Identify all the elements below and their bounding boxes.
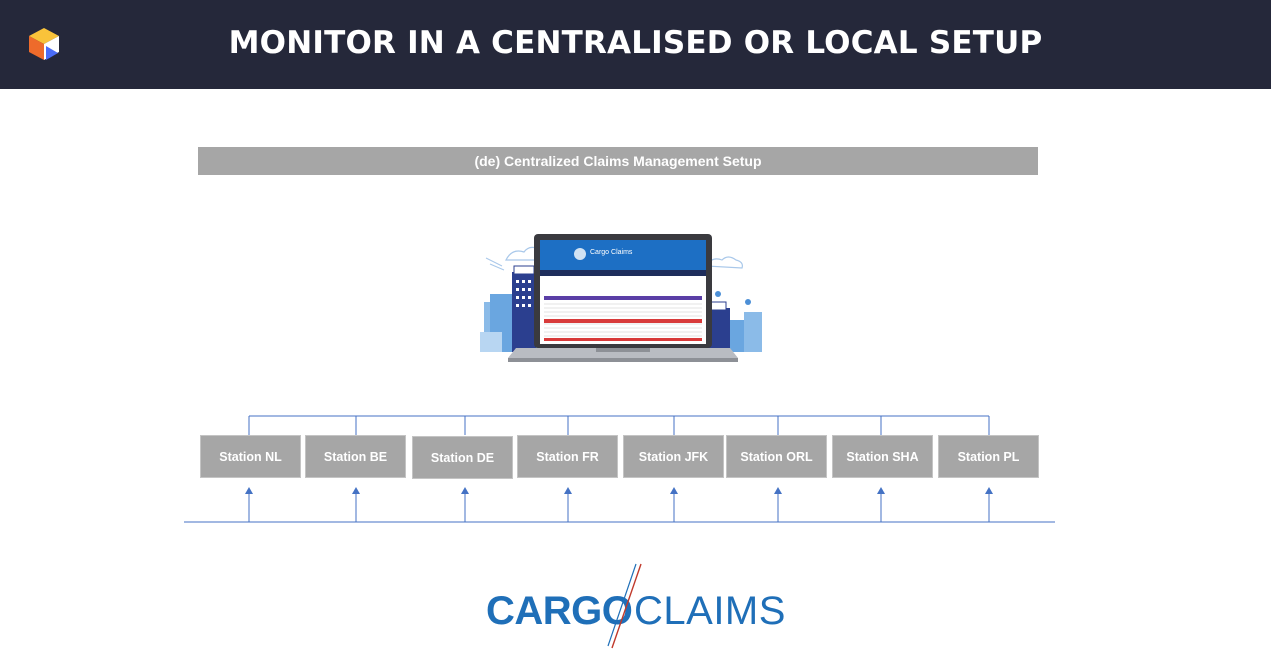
station-box: Station DE [412,436,513,479]
station-box: Station SHA [832,435,933,478]
brand-word-cargo: CARGO [486,589,633,633]
title-bar: MONITOR IN A CENTRALISED OR LOCAL SETUP [0,0,1271,89]
station-box: Station PL [938,435,1039,478]
up-arrow-icon [877,487,885,494]
station-box: Station NL [200,435,301,478]
cube-logo-icon [29,28,59,60]
screen-title: Cargo Claims [590,249,633,256]
up-arrow-icon [985,487,993,494]
brand-slash-icon [607,563,642,649]
cargo-claims-logo: CARGO CLAIMS [484,562,786,652]
station-box: Station BE [305,435,406,478]
brand-word-claims: CLAIMS [634,589,786,633]
station-box: Station JFK [623,435,724,478]
up-arrow-icon [245,487,253,494]
station-box: Station FR [517,435,618,478]
setup-banner: (de) Centralized Claims Management Setup [198,147,1038,175]
page-title: MONITOR IN A CENTRALISED OR LOCAL SETUP [228,25,1043,61]
up-arrow-icon [461,487,469,494]
up-arrow-icon [670,487,678,494]
up-arrow-icon [564,487,572,494]
station-box: Station ORL [726,435,827,478]
up-arrow-icon [774,487,782,494]
laptop-city-illustration: Cargo Claims [480,234,762,362]
up-arrow-icon [352,487,360,494]
